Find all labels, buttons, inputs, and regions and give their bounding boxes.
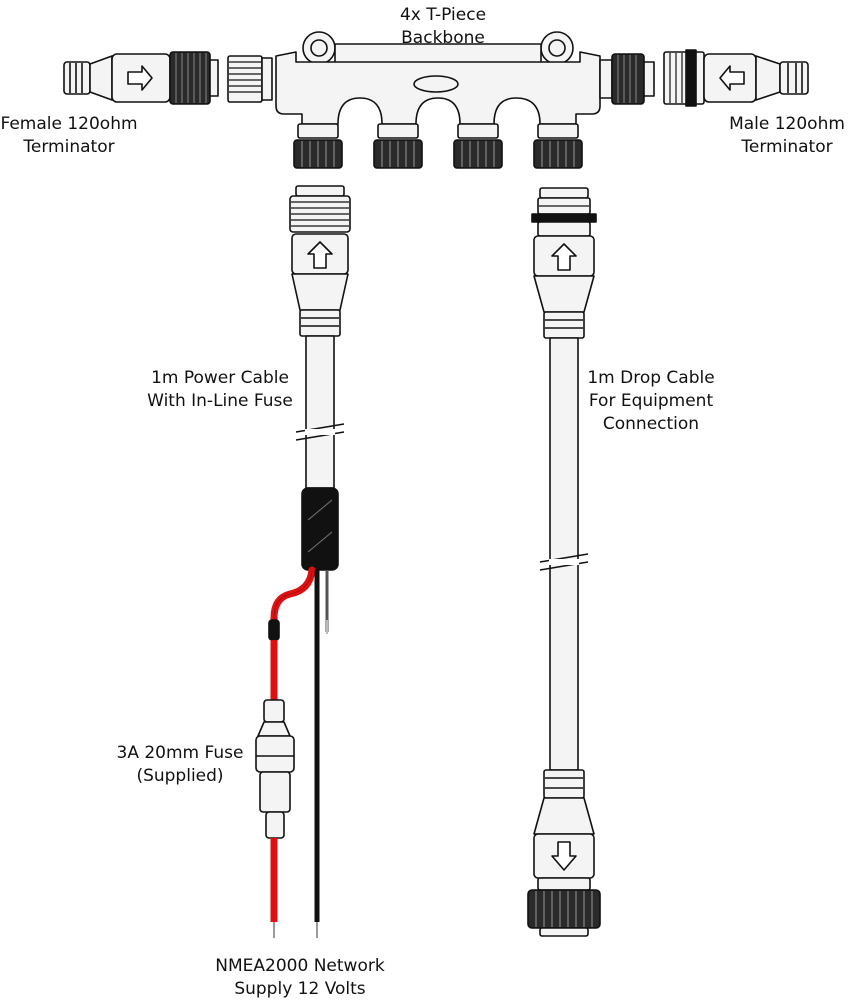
backbone-label-line-1: 4x T-Piece <box>399 5 487 25</box>
arrow-right-icon <box>127 65 153 91</box>
backbone-left-thread <box>227 55 273 103</box>
female-terminator-label: Female 120ohm Terminator <box>0 113 138 159</box>
arrow-up-icon <box>307 241 333 269</box>
drop-cable-label-line-3: Connection <box>602 414 700 434</box>
male-terminator-label-line-1: Male 120ohm <box>729 114 845 134</box>
backbone-drop-ports <box>293 123 583 169</box>
t-piece-backbone <box>275 31 655 169</box>
supply-label: NMEA2000 Network Supply 12 Volts <box>200 955 400 1001</box>
supply-label-line-1: NMEA2000 Network <box>215 956 385 976</box>
power-cable-label-line-2: With In-Line Fuse <box>147 391 293 411</box>
backbone-label-line-2: Backbone <box>401 28 485 48</box>
power-cable-label: 1m Power Cable With In-Line Fuse <box>140 367 300 413</box>
female-terminator-label-line-2: Terminator <box>23 137 115 157</box>
fuse-holder <box>255 699 295 839</box>
arrow-up-icon <box>551 243 577 271</box>
male-terminator <box>663 49 809 107</box>
backbone-label: 4x T-Piece Backbone <box>368 4 518 50</box>
power-cable-label-line-1: 1m Power Cable <box>151 368 289 388</box>
drop-cable-label-line-1: 1m Drop Cable <box>587 368 715 388</box>
male-terminator-label-line-2: Terminator <box>741 137 833 157</box>
female-terminator <box>63 51 219 105</box>
fuse-label-line-1: 3A 20mm Fuse <box>116 743 244 763</box>
female-terminator-label-line-1: Female 120ohm <box>0 114 138 134</box>
arrow-left-icon <box>719 65 745 91</box>
drop-cable-label-line-2: For Equipment <box>588 391 714 411</box>
fuse-label-line-2: (Supplied) <box>136 766 224 786</box>
drop-cable <box>527 187 601 937</box>
arrow-down-icon <box>551 841 577 871</box>
positive-wire <box>268 566 316 700</box>
male-terminator-label: Male 120ohm Terminator <box>722 113 852 159</box>
power-cable <box>289 185 351 571</box>
drop-cable-label: 1m Drop Cable For Equipment Connection <box>576 367 726 436</box>
supply-label-line-2: Supply 12 Volts <box>234 979 366 999</box>
fuse-label: 3A 20mm Fuse (Supplied) <box>110 742 250 788</box>
